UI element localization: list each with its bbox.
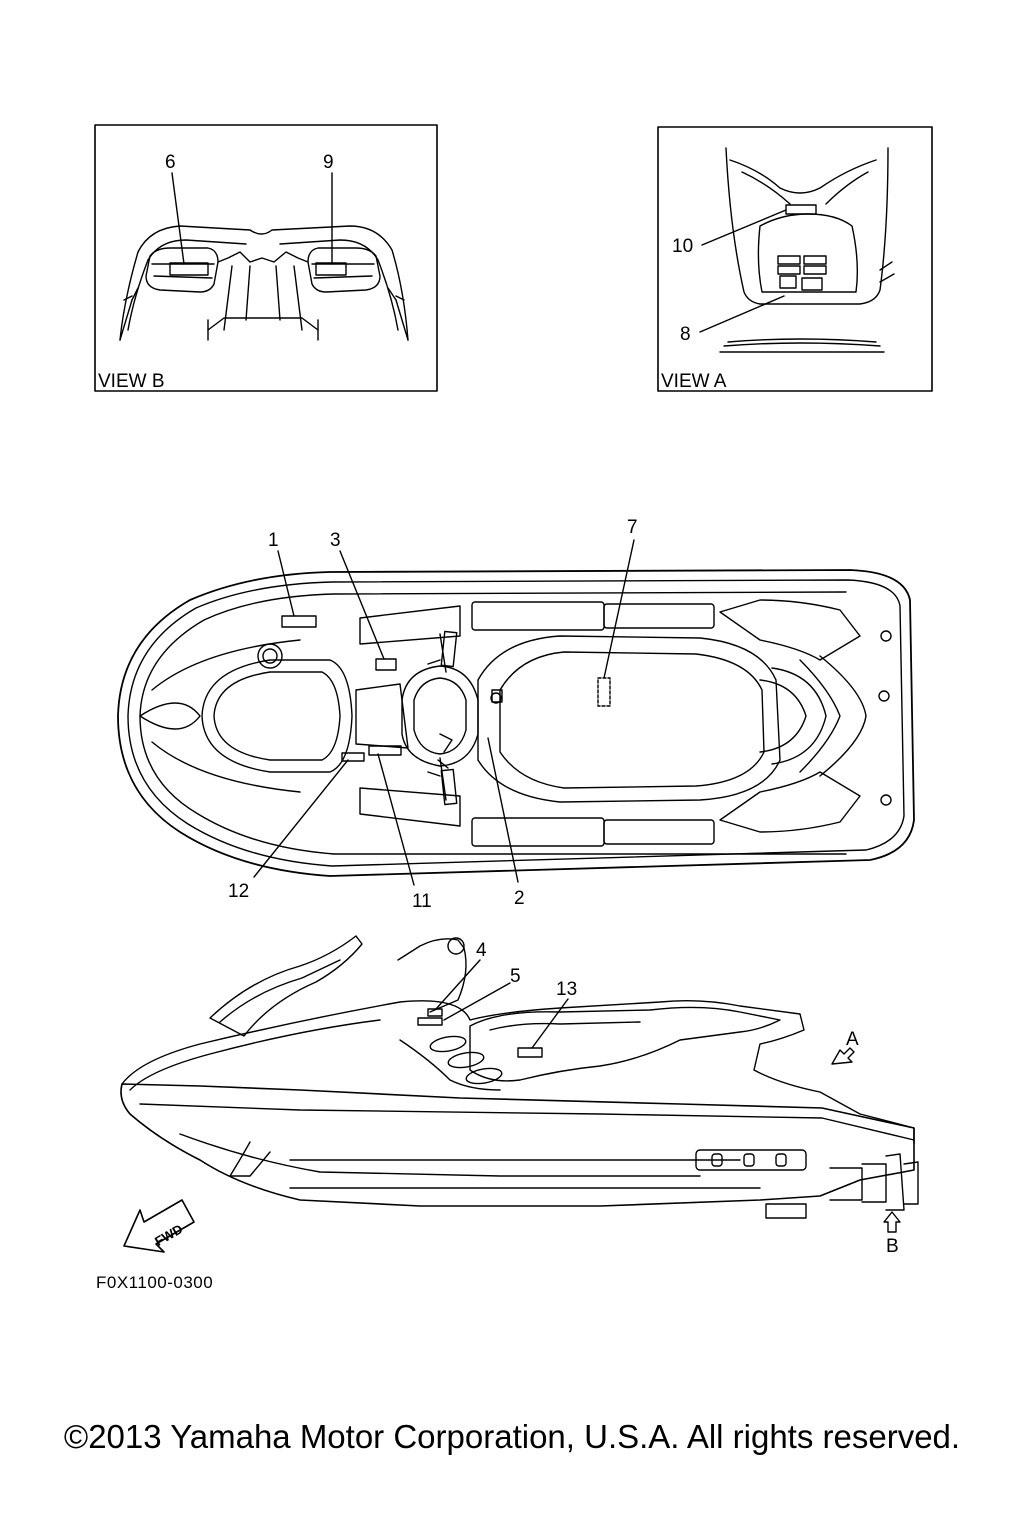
callout-8: 8	[680, 324, 691, 345]
hull-outline	[117, 569, 915, 877]
leader-10	[701, 209, 787, 246]
leader-2	[487, 737, 519, 883]
leader-12	[253, 759, 349, 878]
main-seat	[477, 635, 781, 803]
callout-4: 4	[476, 940, 487, 961]
leader-4	[435, 959, 481, 1010]
callout-5: 5	[510, 966, 521, 987]
label-7-dashed-rectangle	[597, 677, 611, 707]
leader-8	[699, 295, 785, 333]
arrow-a-icon	[831, 1047, 855, 1065]
leader-7	[603, 539, 635, 679]
view-b-label: VIEW B	[98, 371, 165, 392]
label-13-rectangle	[517, 1047, 543, 1058]
direction-letter-a: A	[846, 1029, 859, 1050]
fuel-cap	[257, 643, 283, 669]
label-4-rectangle	[427, 1008, 443, 1017]
label-6-rectangle	[169, 262, 209, 276]
copyright-notice: ©2013 Yamaha Motor Corporation, U.S.A. A…	[63, 1418, 961, 1455]
arrow-b-icon	[883, 1211, 901, 1233]
label-1-rectangle	[281, 615, 317, 628]
label-11-rectangle	[368, 745, 402, 756]
view-a-panel: 10 8 VIEW A	[657, 126, 933, 392]
callout-7: 7	[627, 517, 638, 538]
view-a-seat-back-drawing	[719, 147, 895, 353]
fwd-arrow-icon: FWD	[123, 1199, 195, 1253]
callout-11: 11	[412, 891, 432, 912]
parts-diagram: 6 9 VIEW B 10 8 VIEW A	[94, 124, 933, 1292]
callout-3: 3	[330, 530, 341, 551]
callout-9: 9	[323, 152, 334, 173]
callout-10: 10	[672, 236, 693, 257]
top-view-watercraft	[117, 569, 915, 877]
leader-11	[377, 753, 415, 886]
label-5-rectangle	[417, 1017, 443, 1026]
view-b-rear-deck-drawing	[119, 225, 409, 341]
leader-6	[171, 172, 185, 265]
callout-13: 13	[556, 979, 577, 1000]
side-seat	[469, 1006, 781, 1082]
view-a-frame	[657, 126, 933, 392]
label-10-rectangle	[785, 204, 817, 215]
view-b-panel: 6 9 VIEW B	[94, 124, 438, 392]
view-a-label: VIEW A	[661, 371, 727, 392]
fwd-arrow-label: FWD	[152, 1221, 185, 1249]
leader-3	[339, 550, 385, 660]
label-8-rectangle	[779, 275, 797, 289]
label-9-rectangle	[315, 262, 347, 276]
callout-1: 1	[268, 530, 279, 551]
leader-13	[531, 998, 569, 1049]
callout-6: 6	[165, 152, 176, 173]
side-view-watercraft	[120, 935, 919, 1219]
leader-1	[277, 550, 295, 617]
side-deck-line	[121, 999, 915, 1145]
leader-5	[443, 982, 511, 1021]
callout-2: 2	[514, 888, 525, 909]
side-hull	[120, 1083, 915, 1207]
direction-letter-b: B	[886, 1236, 899, 1257]
label-3-rectangle	[375, 658, 397, 671]
label-12-rectangle	[341, 752, 365, 762]
figure-code: F0X1100-0300	[96, 1273, 213, 1292]
callout-12: 12	[228, 881, 249, 902]
view-b-frame	[94, 124, 438, 392]
